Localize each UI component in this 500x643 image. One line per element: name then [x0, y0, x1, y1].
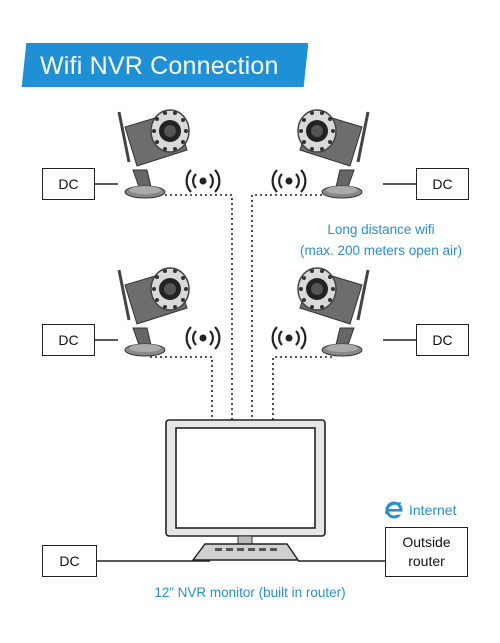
internet-label-group: Internet [384, 500, 456, 520]
dc-box: DC [42, 324, 95, 356]
dc-box: DC [416, 324, 469, 356]
dc-box: DC [42, 545, 97, 577]
camera-icon [117, 266, 191, 358]
internet-explorer-icon [385, 501, 403, 519]
wifi-range-note: Long distance wifi (max. 200 meters open… [296, 219, 466, 261]
wifi-signal-icon [271, 168, 307, 194]
camera-icon [296, 266, 370, 358]
wifi-signal-icon [185, 325, 221, 351]
dc-label: DC [432, 176, 453, 192]
dc-label: DC [432, 332, 453, 348]
camera-icon [296, 108, 370, 200]
dc-label: DC [58, 332, 79, 348]
router-line1: Outside [402, 534, 451, 550]
internet-label: Internet [409, 502, 457, 518]
power-lines [93, 183, 418, 562]
monitor-caption: 12” NVR monitor (built in router) [154, 585, 346, 600]
monitor-icon [165, 419, 326, 561]
camera-icon [117, 108, 191, 200]
wifi-signal-icon [185, 168, 221, 194]
dc-box: DC [42, 168, 95, 200]
router-label: Outside router [402, 533, 450, 571]
dc-label: DC [58, 176, 79, 192]
wifi-paths [150, 194, 332, 420]
dc-label: DC [59, 553, 80, 569]
router-line2: router [408, 553, 445, 569]
wifi-signal-icon [271, 325, 307, 351]
diagram-title: Wifi NVR Connection [40, 52, 279, 80]
wifi-note-line1: Long distance wifi [327, 222, 435, 237]
wifi-note-line2: (max. 200 meters open air) [299, 243, 463, 258]
router-box: Outside router [385, 527, 468, 577]
dc-box: DC [416, 168, 469, 200]
